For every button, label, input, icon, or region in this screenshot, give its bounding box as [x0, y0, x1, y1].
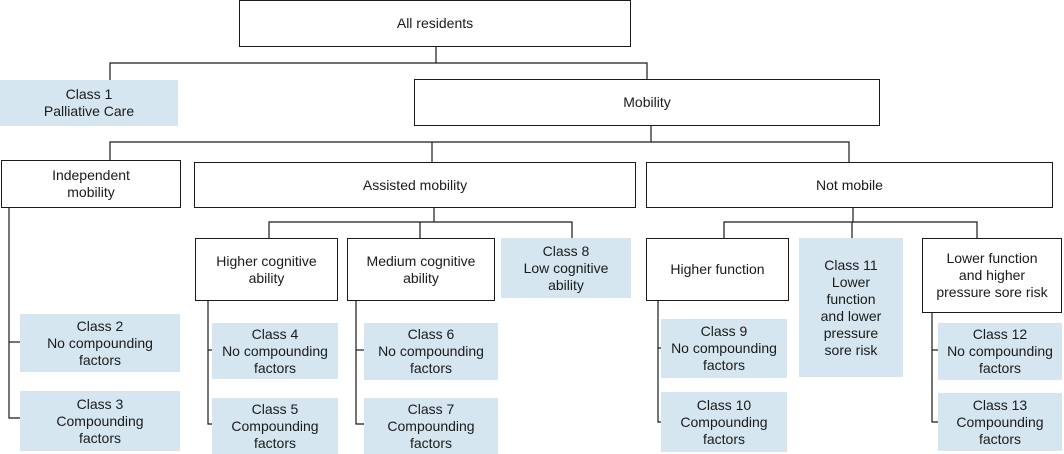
node-higher-function: Higher function — [646, 238, 789, 301]
node-class-7: Class 7 Compounding factors — [364, 398, 498, 454]
node-all-residents: All residents — [239, 0, 631, 47]
node-class-13: Class 13 Compounding factors — [938, 393, 1062, 451]
node-class-9: Class 9 No compounding factors — [661, 319, 787, 378]
node-class-4: Class 4 No compounding factors — [212, 323, 338, 379]
node-higher-cognitive: Higher cognitive ability — [195, 238, 338, 301]
node-class-8: Class 8 Low cognitive ability — [501, 238, 631, 298]
node-class-12: Class 12 No compounding factors — [938, 323, 1062, 380]
node-class-3: Class 3 Compounding factors — [20, 391, 180, 451]
node-class-11: Class 11 Lower function and lower pressu… — [799, 238, 903, 377]
node-not-mobile: Not mobile — [646, 162, 1053, 208]
node-mobility: Mobility — [414, 79, 880, 126]
node-class-1: Class 1 Palliative Care — [0, 80, 178, 126]
node-lower-function: Lower function and higher pressure sore … — [922, 238, 1062, 313]
node-class-5: Class 5 Compounding factors — [212, 398, 338, 454]
node-assisted-mobility: Assisted mobility — [194, 162, 636, 208]
node-class-6: Class 6 No compounding factors — [364, 323, 498, 380]
node-class-2: Class 2 No compounding factors — [20, 314, 180, 372]
node-class-10: Class 10 Compounding factors — [661, 392, 787, 452]
node-medium-cognitive: Medium cognitive ability — [347, 238, 495, 301]
node-independent-mobility: Independent mobility — [1, 160, 181, 208]
